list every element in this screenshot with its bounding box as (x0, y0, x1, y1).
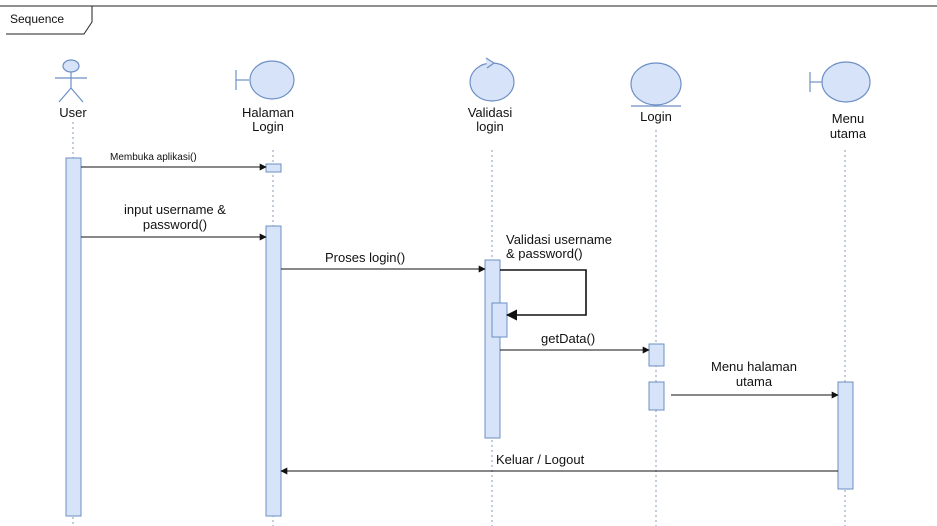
frame: Sequence (0, 5, 937, 35)
activation-bar (265, 163, 282, 173)
control-icon (469, 57, 515, 102)
boundary-icon (235, 60, 295, 100)
boundary-icon (809, 61, 871, 103)
frame-label-tab (6, 5, 93, 35)
message-input-username: input username & password() (81, 202, 267, 241)
activations (65, 157, 854, 517)
message-label-line-2: utama (736, 374, 773, 389)
participant-label-line-1: Halaman (242, 105, 294, 120)
participant-user: User (55, 59, 87, 120)
activation-bar (265, 225, 282, 517)
message-get-data: getData() (500, 331, 650, 354)
lifelines (72, 122, 846, 526)
message-label-line-2: password() (143, 217, 207, 232)
activation-bar (484, 259, 501, 439)
activation-bar (837, 381, 854, 490)
message-proses-login: Proses login() (281, 250, 486, 273)
participant-label: User (59, 105, 87, 120)
message-label-line-1: input username & (124, 202, 226, 217)
activation-bar (648, 343, 665, 367)
actor-icon (55, 59, 87, 103)
participant-label: Login (640, 109, 672, 124)
participant-label-line-2: login (476, 119, 503, 134)
message-label: getData() (541, 331, 595, 346)
message-label-line-2: & password() (506, 246, 583, 261)
entity-icon (630, 62, 682, 107)
message-keluar-logout: Keluar / Logout (280, 452, 838, 475)
participant-validasi-login: Validasi login (468, 57, 515, 134)
participant-label-line-2: Login (252, 119, 284, 134)
activation-bar (65, 157, 82, 517)
message-label-line-1: Menu halaman (711, 359, 797, 374)
message-menu-halaman-utama: Menu halaman utama (671, 359, 839, 399)
activation-bar (491, 302, 508, 338)
participant-label-line-1: Validasi (468, 105, 513, 120)
participant-label-line-2: utama (830, 126, 867, 141)
participant-menu-utama: Menu utama (809, 61, 871, 141)
message-membuka-aplikasi: Membuka aplikasi() (81, 152, 267, 171)
message-label: Proses login() (325, 250, 405, 265)
message-validasi-username: Validasi username & password() (500, 232, 612, 321)
participant-login: Login (630, 62, 682, 124)
activation-bar (648, 381, 665, 411)
participant-label-line-1: Menu (832, 111, 865, 126)
message-label: Keluar / Logout (496, 452, 585, 467)
message-label: Membuka aplikasi() (110, 152, 197, 163)
participant-halaman-login: Halaman Login (235, 60, 295, 134)
message-label-line-1: Validasi username (506, 232, 612, 247)
message-arrow (500, 269, 587, 321)
frame-label: Sequence (10, 12, 64, 26)
